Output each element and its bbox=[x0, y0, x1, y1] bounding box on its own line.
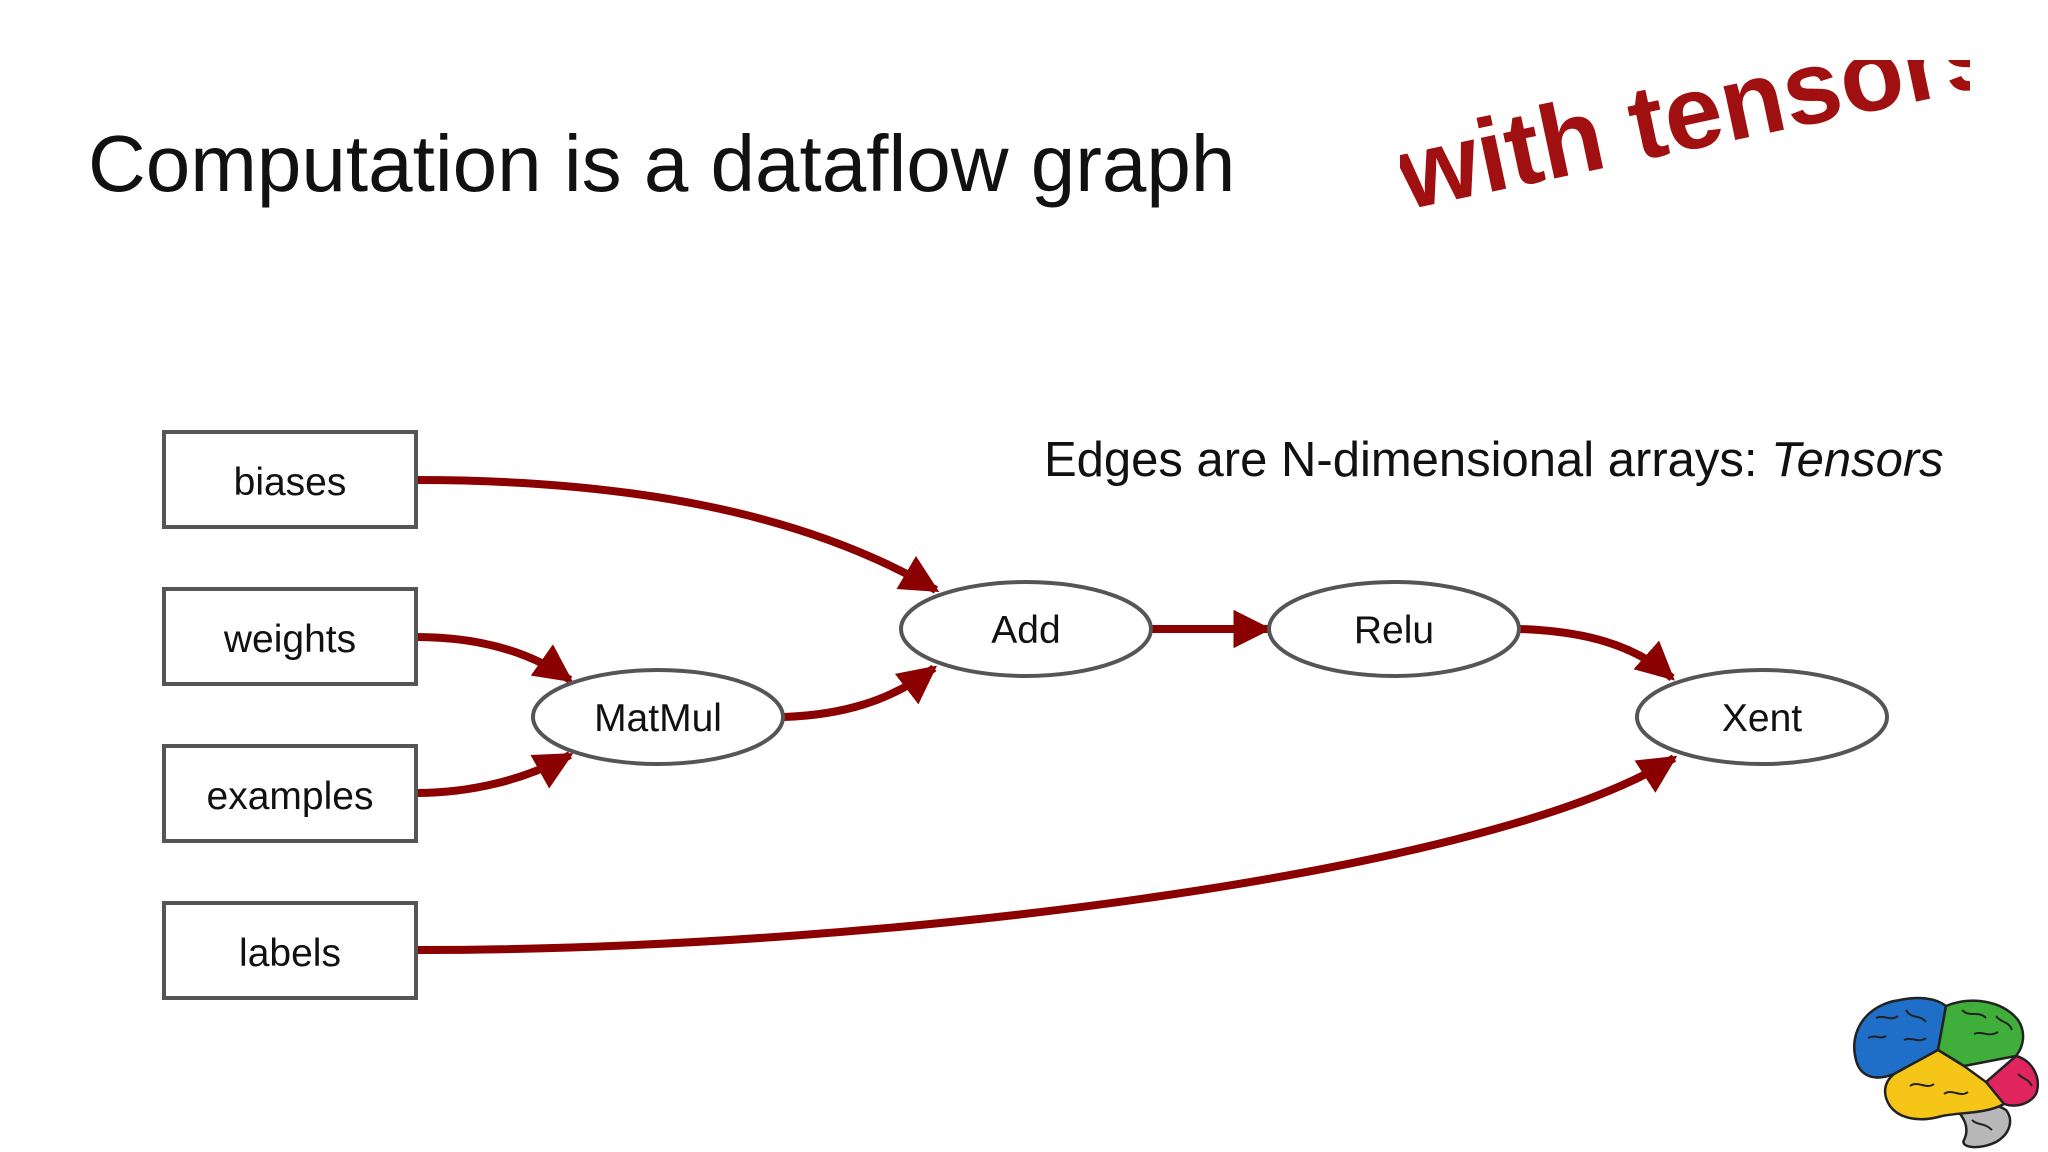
input-node-labels: labels bbox=[162, 901, 418, 1000]
input-node-label: examples bbox=[207, 775, 374, 818]
brain-icon bbox=[1853, 996, 2039, 1149]
tensors-emphasis: Tensors bbox=[1771, 433, 1944, 487]
edge-biases-add bbox=[415, 476, 940, 594]
edges-caption: Edges are N-dimensional arrays: Tensors bbox=[1044, 432, 1944, 488]
input-node-examples: examples bbox=[162, 744, 418, 843]
input-node-label: biases bbox=[234, 461, 347, 504]
op-node-label: Relu bbox=[1354, 609, 1434, 652]
op-node-label: MatMul bbox=[594, 697, 722, 740]
input-node-weights: weights bbox=[162, 587, 418, 686]
op-node-label: Add bbox=[991, 609, 1060, 652]
input-node-label: labels bbox=[239, 932, 341, 975]
edge-weights-matmul bbox=[415, 633, 574, 684]
op-node-relu: Relu bbox=[1267, 580, 1521, 678]
op-node-label: Xent bbox=[1722, 697, 1802, 740]
edges-caption-text: Edges are N-dimensional arrays: bbox=[1044, 433, 1772, 487]
op-node-matmul: MatMul bbox=[531, 668, 785, 766]
edge-matmul-add bbox=[783, 664, 938, 721]
edge-examples-matmul bbox=[415, 751, 574, 797]
with-tensors-stamp: with tensors bbox=[1400, 60, 1970, 230]
edge-labels-xent bbox=[415, 754, 1678, 954]
slide-title: Computation is a dataflow graph bbox=[88, 119, 1236, 208]
edge-relu-xent bbox=[1519, 625, 1675, 681]
input-node-label: weights bbox=[223, 618, 356, 661]
op-node-add: Add bbox=[899, 580, 1153, 678]
op-node-xent: Xent bbox=[1635, 668, 1889, 766]
input-node-biases: biases bbox=[162, 430, 418, 529]
